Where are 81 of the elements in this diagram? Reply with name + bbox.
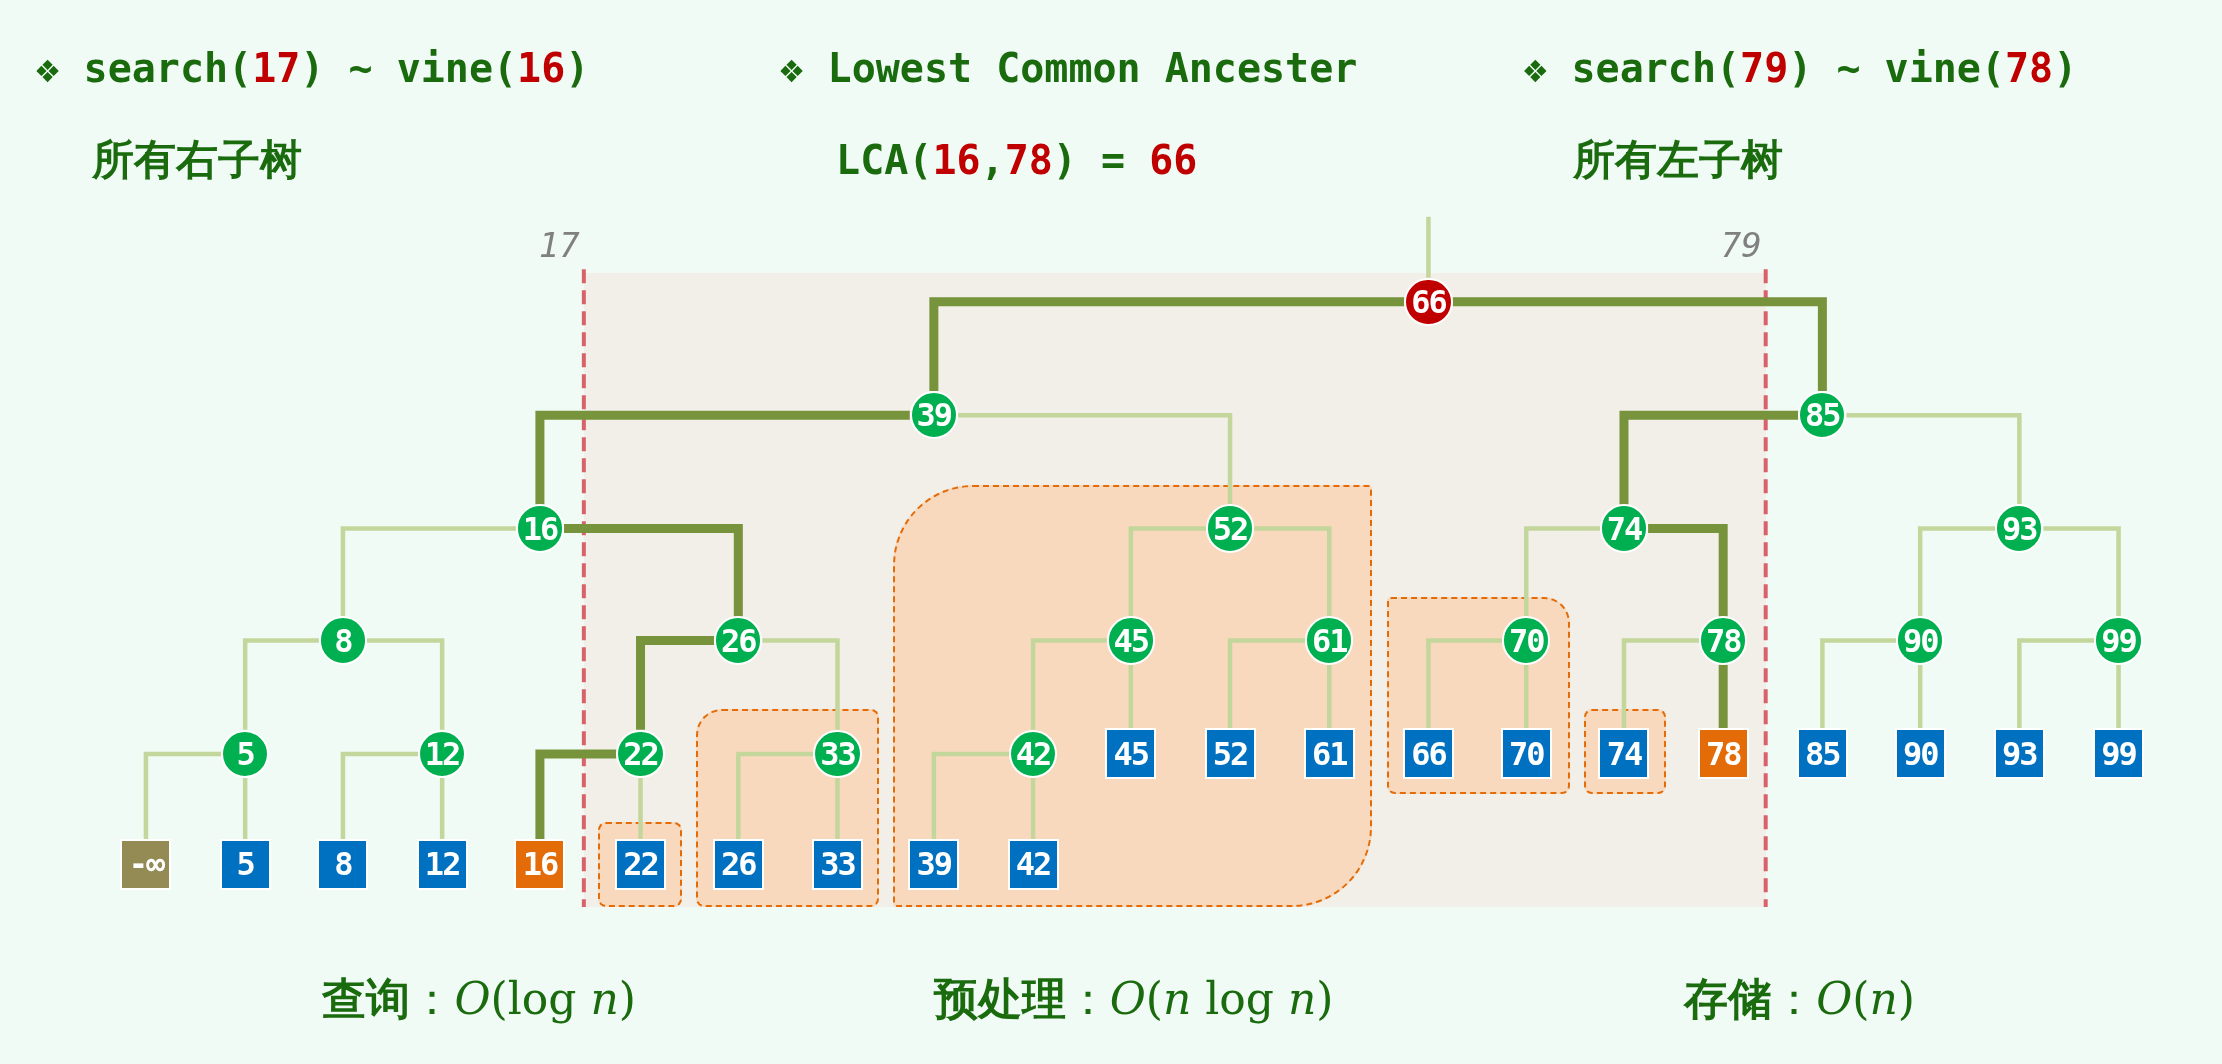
tree-edge bbox=[1619, 410, 1799, 505]
leaf-box: 85 bbox=[1796, 728, 1848, 780]
tree-edge bbox=[835, 778, 840, 839]
tree-edge bbox=[1846, 412, 2022, 505]
tree-edge bbox=[1227, 638, 1306, 729]
leaf-box: 90 bbox=[1894, 728, 1946, 780]
heading-text: ❖ search(17) ~ vine(16) bbox=[35, 45, 590, 91]
leaf-box: 42 bbox=[1007, 838, 1059, 890]
tree-node-circle: 99 bbox=[2094, 616, 2143, 665]
tree-edge bbox=[340, 751, 419, 839]
leaf-box: 66 bbox=[1402, 728, 1454, 780]
tree-node-circle: 12 bbox=[418, 729, 467, 778]
leaf-box: 16 bbox=[514, 838, 566, 890]
tree-edge bbox=[2116, 664, 2121, 729]
leaf-box: 8 bbox=[317, 838, 369, 890]
tree-edge bbox=[957, 412, 1233, 505]
tree-edge bbox=[1254, 526, 1332, 617]
tree-node-circle: 16 bbox=[515, 504, 564, 553]
tree-edge bbox=[636, 636, 715, 730]
leaf-box: 93 bbox=[1993, 728, 2045, 780]
subheading-text: 所有左子树 bbox=[1572, 134, 1783, 187]
tree-node-circle: 5 bbox=[221, 729, 270, 778]
heading-text: ❖ search(79) ~ vine(78) bbox=[1523, 45, 2078, 91]
tree-edge bbox=[1621, 638, 1700, 729]
tree-edge bbox=[762, 638, 840, 730]
leaf-box: 33 bbox=[812, 838, 863, 890]
tree-edge bbox=[2043, 526, 2121, 617]
tree-edge bbox=[1030, 638, 1107, 730]
leaf-box: 12 bbox=[416, 838, 468, 890]
tree-edge bbox=[242, 638, 319, 730]
tree-edge bbox=[1648, 524, 1728, 617]
leaf-box: 61 bbox=[1303, 728, 1355, 780]
tree-edge bbox=[340, 526, 516, 617]
leaf-box: 52 bbox=[1204, 728, 1256, 780]
boundary-value: 79 bbox=[1720, 225, 1762, 266]
tree-edge bbox=[535, 410, 910, 505]
tree-edge bbox=[367, 638, 445, 730]
tree-edge bbox=[1128, 526, 1206, 617]
complexity-text: 存储：O(n) bbox=[1684, 971, 1915, 1026]
tree-edge bbox=[736, 751, 814, 839]
leaf-box: 39 bbox=[908, 838, 960, 890]
subheading-text: 所有右子树 bbox=[92, 134, 303, 187]
tree-edge bbox=[535, 749, 617, 839]
formula-text: LCA(16,78) = 66 bbox=[836, 137, 1198, 184]
tree-edge bbox=[2017, 638, 2095, 729]
tree-edge bbox=[143, 751, 222, 839]
tree-edge bbox=[1426, 638, 1503, 729]
tree-node-circle: 93 bbox=[1995, 504, 2044, 553]
tree-edge bbox=[1030, 778, 1036, 839]
tree-edge bbox=[1523, 664, 1529, 729]
leaf-box: 70 bbox=[1500, 728, 1552, 780]
tree-edge bbox=[242, 778, 248, 839]
tree-edge bbox=[1523, 526, 1600, 617]
tree-edge bbox=[1452, 297, 1827, 392]
tree-edge bbox=[1327, 664, 1332, 729]
complexity-text: 查询：O(log n) bbox=[322, 971, 636, 1026]
tree-edge bbox=[1820, 638, 1897, 729]
tree-edge bbox=[1128, 664, 1134, 729]
tree-edge bbox=[439, 778, 445, 839]
tree-edge bbox=[929, 297, 1405, 392]
heading-text: ❖ Lowest Common Ancester bbox=[779, 45, 1358, 91]
leaf-box: 22 bbox=[615, 838, 666, 890]
tree-edge bbox=[1917, 664, 1923, 729]
tree-node-circle: 90 bbox=[1896, 616, 1945, 665]
tree-edge bbox=[931, 751, 1009, 839]
tree-edge bbox=[638, 778, 643, 839]
leaf-box: 45 bbox=[1105, 728, 1157, 780]
complexity-text: 预处理：O(n log n) bbox=[933, 971, 1334, 1026]
tree-edge bbox=[1718, 664, 1728, 729]
tree-edge bbox=[564, 524, 743, 617]
leaf-box: 5 bbox=[219, 838, 271, 890]
leaf-box: 99 bbox=[2093, 728, 2145, 780]
boundary-value: 17 bbox=[538, 225, 580, 266]
leaf-box: 78 bbox=[1697, 728, 1749, 780]
leaf-box: 26 bbox=[712, 838, 764, 890]
leaf-box: -∞ bbox=[120, 838, 172, 890]
tree-edge bbox=[1917, 526, 1996, 617]
tree-edge bbox=[1426, 216, 1431, 278]
leaf-box: 74 bbox=[1598, 728, 1650, 780]
tree-node-circle: 85 bbox=[1798, 391, 1847, 440]
tree-node-circle: 8 bbox=[318, 616, 367, 665]
